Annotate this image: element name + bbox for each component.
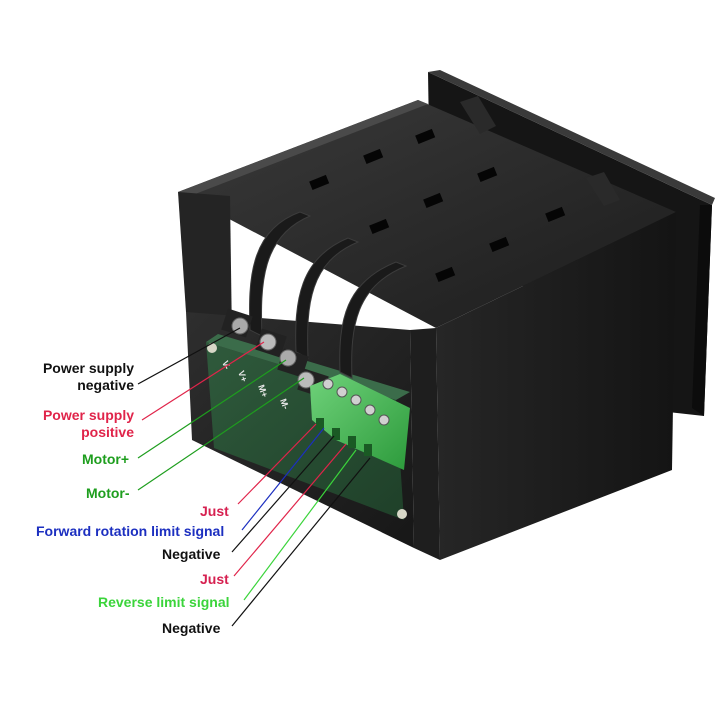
label-forward-rotation-limit: Forward rotation limit signal xyxy=(36,523,225,539)
mark-v-minus: V- xyxy=(220,359,232,370)
line-just-2 xyxy=(233,443,347,577)
callout-lines xyxy=(137,327,371,627)
mark-m-plus: M+ xyxy=(256,383,270,398)
label-negative-1: Negative xyxy=(162,546,221,562)
top-vent-slots xyxy=(309,128,566,283)
label-power-supply-negative-line1: Power supply xyxy=(42,360,134,376)
mark-m-minus: M- xyxy=(278,397,291,410)
line-motor-plus xyxy=(137,359,287,459)
mark-v-plus: V+ xyxy=(236,369,249,383)
line-power-positive xyxy=(141,341,265,421)
housing-top xyxy=(178,96,676,328)
line-just-1 xyxy=(237,423,317,505)
label-just-1: Just xyxy=(200,503,229,519)
label-negative-2: Negative xyxy=(162,620,221,636)
label-power-supply-negative: Power supply negative xyxy=(20,360,134,394)
label-just-2: Just xyxy=(200,571,229,587)
line-motor-minus xyxy=(137,377,305,491)
line-negative-1 xyxy=(231,435,335,553)
board-silkscreen: V- V+ M+ M- xyxy=(220,359,291,410)
line-negative-2 xyxy=(231,457,371,627)
label-motor-minus: Motor- xyxy=(86,485,130,501)
line-forward-limit xyxy=(241,427,325,531)
screw-terminal-block xyxy=(221,308,329,398)
label-power-supply-negative-line2: negative xyxy=(77,377,134,393)
label-motor-plus: Motor+ xyxy=(82,451,130,467)
signal-terminal-block xyxy=(310,374,410,470)
housing-right-side xyxy=(410,212,676,560)
label-reverse-limit: Reverse limit signal xyxy=(98,594,230,610)
label-power-supply-positive-line2: positive xyxy=(81,424,134,440)
line-power-negative xyxy=(137,327,241,385)
label-power-supply-positive-line1: Power supply xyxy=(42,407,134,423)
line-reverse-limit xyxy=(243,449,357,601)
label-power-supply-positive: Power supply positive xyxy=(20,407,134,441)
terminal-dividers xyxy=(249,211,408,379)
